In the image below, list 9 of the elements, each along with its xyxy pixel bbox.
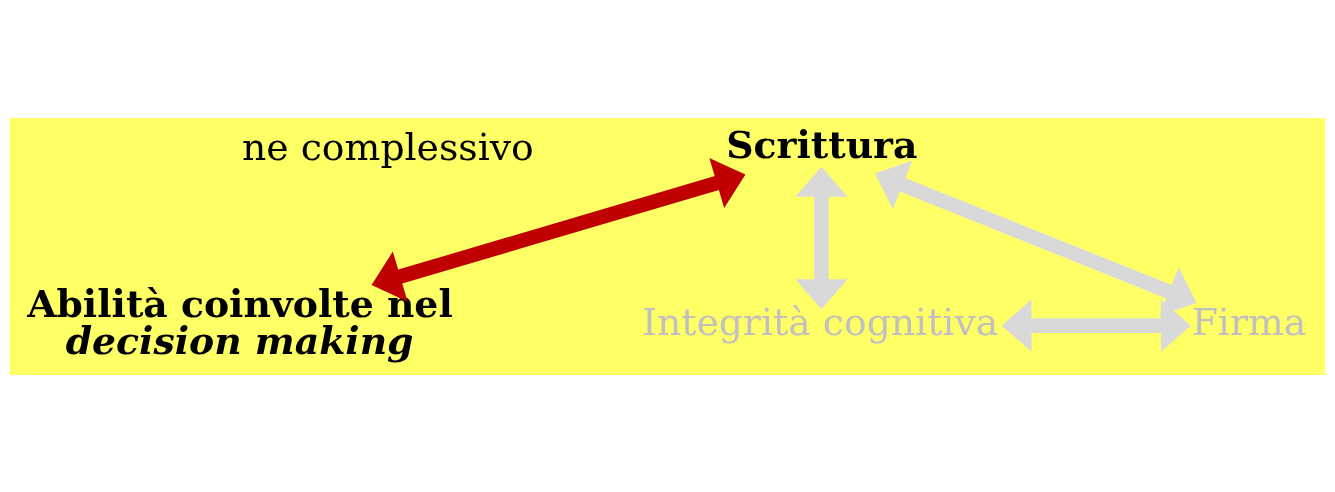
node-text: Scrittura xyxy=(726,122,918,167)
arrow xyxy=(371,157,746,302)
label: ne complessivo xyxy=(242,124,534,169)
arrow xyxy=(1001,298,1191,352)
arrow xyxy=(874,159,1197,316)
node-text: Abilità coinvolte nel decision making xyxy=(27,281,453,363)
arrow xyxy=(795,166,848,309)
node-text: Firma xyxy=(1191,299,1307,344)
node-text: Integrità cognitiva xyxy=(642,299,999,344)
